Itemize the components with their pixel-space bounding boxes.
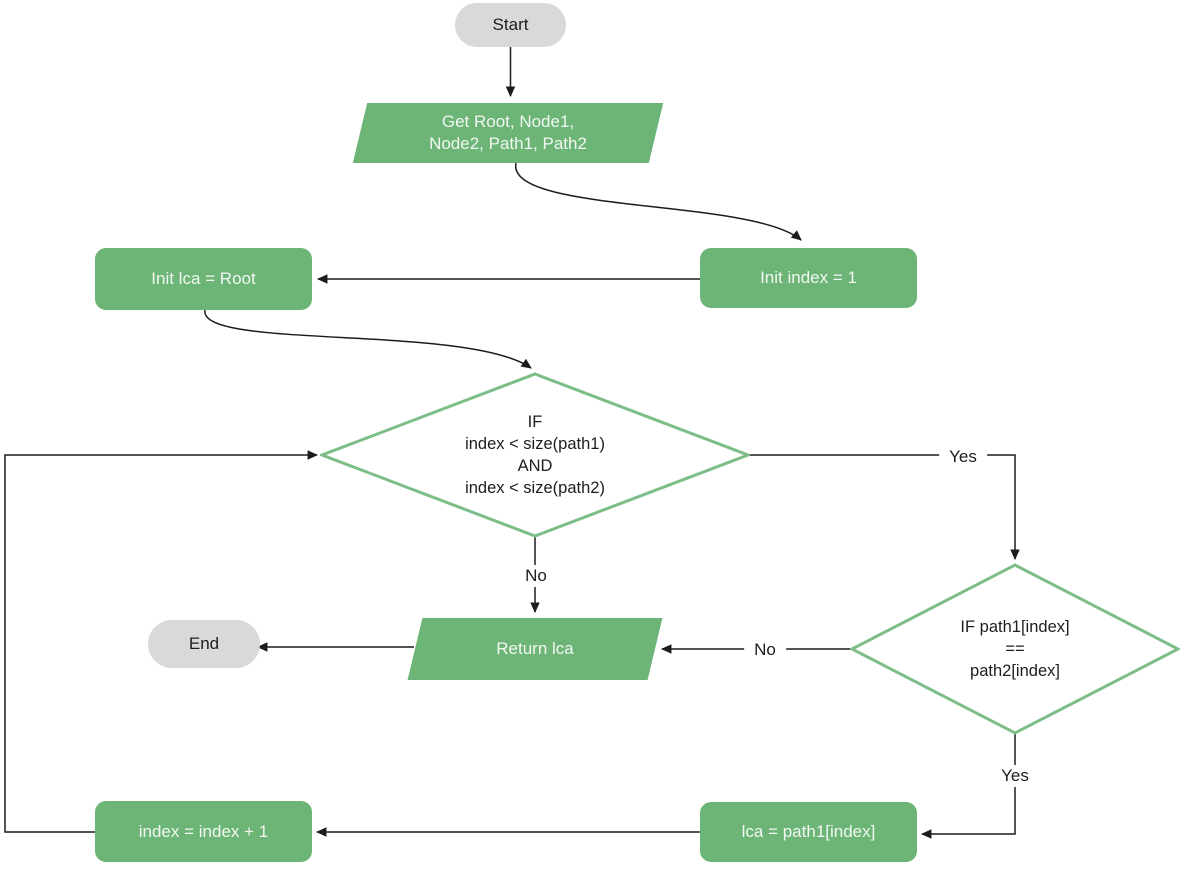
decision-loop-condition: IF index < size(path1) AND index < size(… <box>320 372 750 538</box>
io-get-inputs: Get Root, Node1, Node2, Path1, Path2 <box>352 103 664 163</box>
io-return-lca-label: Return lca <box>496 639 574 658</box>
terminal-start: Start <box>455 3 566 47</box>
terminal-start-label: Start <box>492 15 529 34</box>
edge-label-equal-yes: Yes <box>991 765 1039 787</box>
process-init-lca: Init lca = Root <box>95 248 312 310</box>
terminal-end-label: End <box>188 634 220 653</box>
edge-increment-to-loop-condition <box>4 450 319 833</box>
edge-init-lca-to-loop-condition <box>204 309 532 369</box>
process-init-lca-label: Init lca = Root <box>151 269 256 288</box>
diamond-shape <box>320 372 750 538</box>
process-init-index: Init index = 1 <box>700 248 917 308</box>
decision-loop-condition-label: IF index < size(path1) AND index < size(… <box>465 413 605 497</box>
terminal-end: End <box>148 620 260 668</box>
edge-loop-yes-to-equal-condition <box>748 454 1020 561</box>
decision-path-equal-label: IF path1[index] == path2[index] <box>960 618 1070 680</box>
edge-label-loop-no: No <box>515 565 557 587</box>
edge-label-equal-no: No <box>744 639 786 661</box>
process-set-lca-label: lca = path1[index] <box>741 822 876 841</box>
edge-label-loop-yes: Yes <box>939 446 987 468</box>
diamond-shape <box>850 563 1180 735</box>
process-increment-index: index = index + 1 <box>95 801 312 862</box>
edge-get-inputs-to-init-index <box>515 162 802 241</box>
process-increment-index-label: index = index + 1 <box>138 821 269 841</box>
io-get-inputs-label: Get Root, Node1, Node2, Path1, Path2 <box>429 112 587 153</box>
process-init-index-label: Init index = 1 <box>760 268 857 287</box>
io-return-lca: Return lca <box>407 618 663 680</box>
process-set-lca: lca = path1[index] <box>700 802 917 862</box>
decision-path-equal: IF path1[index] == path2[index] <box>850 563 1180 735</box>
